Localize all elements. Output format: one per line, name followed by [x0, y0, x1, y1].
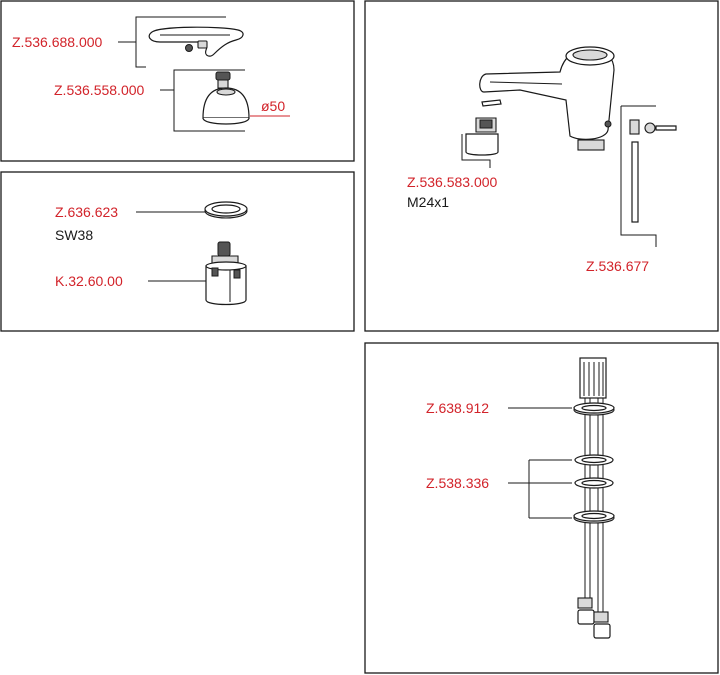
lever-code-label: Z.536.688.000 — [12, 34, 103, 50]
panel-cartridge-frame — [0, 171, 355, 332]
panel-cartridge: Z.636.623 SW38 K.32.60.00 — [0, 171, 355, 332]
nut-size-label: SW38 — [55, 227, 93, 243]
rod-part — [629, 119, 677, 223]
aerator-bracket — [461, 134, 491, 168]
lever-bracket — [118, 16, 226, 68]
ring-parts — [573, 454, 615, 524]
cap-bracket — [160, 69, 245, 132]
panel-handle: Z.536.688.000 Z.536.558.000 ø50 — [0, 0, 355, 162]
aerator-part — [465, 99, 502, 156]
washer-part — [573, 402, 615, 416]
panel-hose: Z.638.912 Z.538.336 — [364, 342, 719, 674]
panel-handle-frame — [0, 0, 355, 162]
panel-hose-frame — [364, 342, 719, 674]
washer-code-label: Z.638.912 — [426, 400, 489, 416]
rod-code-label: Z.536.677 — [586, 258, 649, 274]
cap-part — [202, 71, 250, 125]
aerator-thread-label: M24x1 — [407, 194, 449, 210]
rod-bracket — [620, 105, 657, 247]
cap-code-label: Z.536.558.000 — [54, 82, 145, 98]
nut-part — [204, 201, 248, 219]
panel-faucet-frame — [364, 0, 719, 332]
ring-code-label: Z.538.336 — [426, 475, 489, 491]
cap-diameter-label: ø50 — [261, 98, 285, 114]
threaded-stud-part — [579, 357, 607, 399]
cartridge-code-label: K.32.60.00 — [55, 273, 123, 289]
nut-code-label: Z.636.623 — [55, 204, 118, 220]
aerator-code-label: Z.536.583.000 — [407, 174, 498, 190]
ring-bracket — [508, 459, 572, 519]
faucet-body-part — [479, 46, 615, 151]
panel-faucet: Z.536.583.000 M24x1 Z.536.677 — [364, 0, 719, 332]
hoses-part — [577, 398, 611, 639]
cartridge-part — [205, 241, 247, 306]
lever-handle-part — [148, 26, 244, 57]
